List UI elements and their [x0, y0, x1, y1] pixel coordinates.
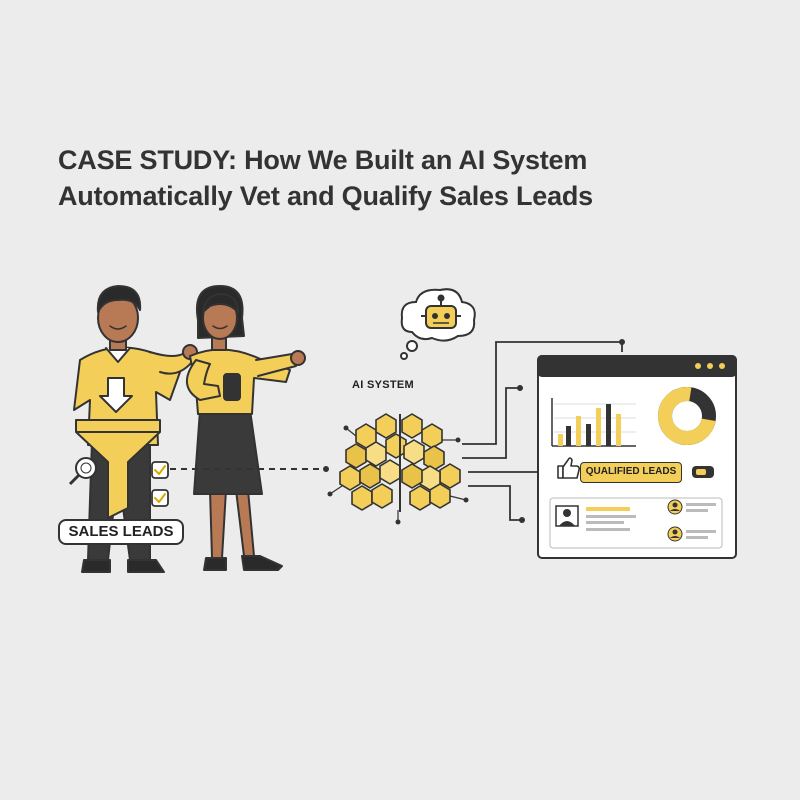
- thumbs-up-icon: [557, 457, 581, 479]
- ai-system-label: AI SYSTEM: [352, 379, 414, 391]
- down-arrow-icon: [99, 377, 133, 413]
- title-line-2: Automatically Vet and Qualify Sales Lead…: [58, 181, 593, 211]
- lead-list: [549, 497, 723, 549]
- title-line-1: CASE STUDY: How We Built an AI System: [58, 145, 588, 175]
- connector-lines: [462, 339, 625, 523]
- sales-leads-label: SALES LEADS: [58, 519, 184, 545]
- toggle-switch: [692, 466, 714, 478]
- page-title: CASE STUDY: How We Built an AI System Au…: [58, 142, 758, 214]
- woman-figure: [186, 285, 306, 571]
- qualified-leads-label: QUALIFIED LEADS: [580, 462, 682, 483]
- brain-icon: [327, 413, 469, 525]
- robot-icon: [421, 294, 461, 329]
- checkbox-icon: [151, 461, 169, 507]
- donut-chart-icon: [658, 387, 716, 445]
- funnel-icon: [75, 377, 161, 519]
- connector-dashed: [170, 466, 329, 472]
- user-avatar-icon: [555, 505, 579, 527]
- bar-chart-icon: [551, 398, 636, 447]
- magnifier-icon: [68, 457, 97, 486]
- thought-bubble: [400, 288, 476, 360]
